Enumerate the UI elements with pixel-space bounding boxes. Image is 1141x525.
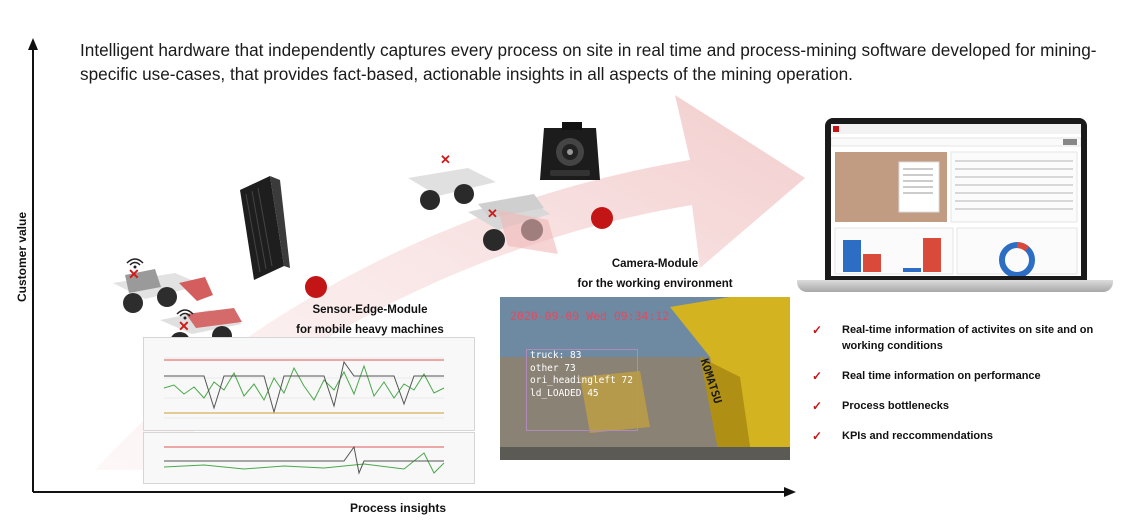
x-mark-icon: ✕ <box>128 266 140 282</box>
x-mark-icon: ✕ <box>440 152 451 167</box>
x-mark-icon: ✕ <box>178 318 190 334</box>
dashboard-mockup <box>831 124 1081 276</box>
wifi-icon <box>176 309 194 320</box>
loader-truck-illustration <box>408 168 558 254</box>
headline: Intelligent hardware that independently … <box>80 40 1097 84</box>
benefit-text: Real time information on performance <box>842 370 1041 382</box>
benefit-item: ✓ Real time information on performance <box>812 368 1112 384</box>
check-icon: ✓ <box>812 399 823 413</box>
wheel-loader-illustration <box>113 269 213 313</box>
camera-module-marker <box>591 207 613 229</box>
camera-module-title: Camera-Module <box>611 258 699 270</box>
benefit-text: KPIs and reccommendations <box>842 430 993 442</box>
camera-module-label: Camera-Module for the working environmen… <box>555 254 755 294</box>
x-axis-label: Process insights <box>350 501 447 515</box>
check-icon: ✓ <box>812 369 823 383</box>
benefit-text: Process bottlenecks <box>842 400 949 412</box>
laptop <box>797 118 1113 294</box>
detection-label: other 73 <box>530 362 576 374</box>
benefit-text: Real-time information of activites on si… <box>842 324 1094 352</box>
detection-label: ld_LOADED 45 <box>530 387 599 399</box>
detection-label: ori_headingleft 72 <box>530 375 633 386</box>
check-icon: ✓ <box>812 323 823 337</box>
camera-feed: 2020-09-09 Wed 09:34:12 KOMATSU truck: 8… <box>500 297 790 460</box>
sensor-module-title: Sensor-Edge-Module <box>312 304 428 316</box>
benefit-item: ✓ Real-time information of activites on s… <box>812 322 1112 354</box>
sensor-chart-panel-top <box>143 337 475 431</box>
benefit-item: ✓ KPIs and reccommendations <box>812 428 1112 444</box>
camera-scene <box>500 297 790 460</box>
check-icon: ✓ <box>812 429 823 443</box>
benefits-list: ✓ Real-time information of activites on s… <box>812 322 1112 458</box>
sensor-line-chart <box>144 338 474 430</box>
sensor-module-marker <box>305 276 327 298</box>
sensor-module-label: Sensor-Edge-Module for mobile heavy mach… <box>270 300 470 340</box>
camera-module-subtitle: for the working environment <box>577 278 733 290</box>
benefit-item: ✓ Process bottlenecks <box>812 398 1112 414</box>
detection-label: truck: 83 <box>530 350 582 361</box>
sensor-module-subtitle: for mobile heavy machines <box>296 324 444 336</box>
wifi-icon <box>126 258 144 269</box>
sensor-chart-panel-bottom <box>143 432 475 484</box>
laptop-base <box>797 280 1113 292</box>
sensor-line-chart-secondary <box>144 433 474 483</box>
y-axis-label: Customer value <box>15 211 29 303</box>
camera-timestamp: 2020-09-09 Wed 09:34:12 <box>510 309 670 323</box>
detection-box: truck: 83 other 73 ori_headingleft 72 ld… <box>526 349 638 431</box>
sensor-edge-device <box>240 176 290 280</box>
x-mark-icon: ✕ <box>487 206 498 221</box>
dashboard-screen <box>831 124 1081 276</box>
camera-device <box>540 122 600 180</box>
